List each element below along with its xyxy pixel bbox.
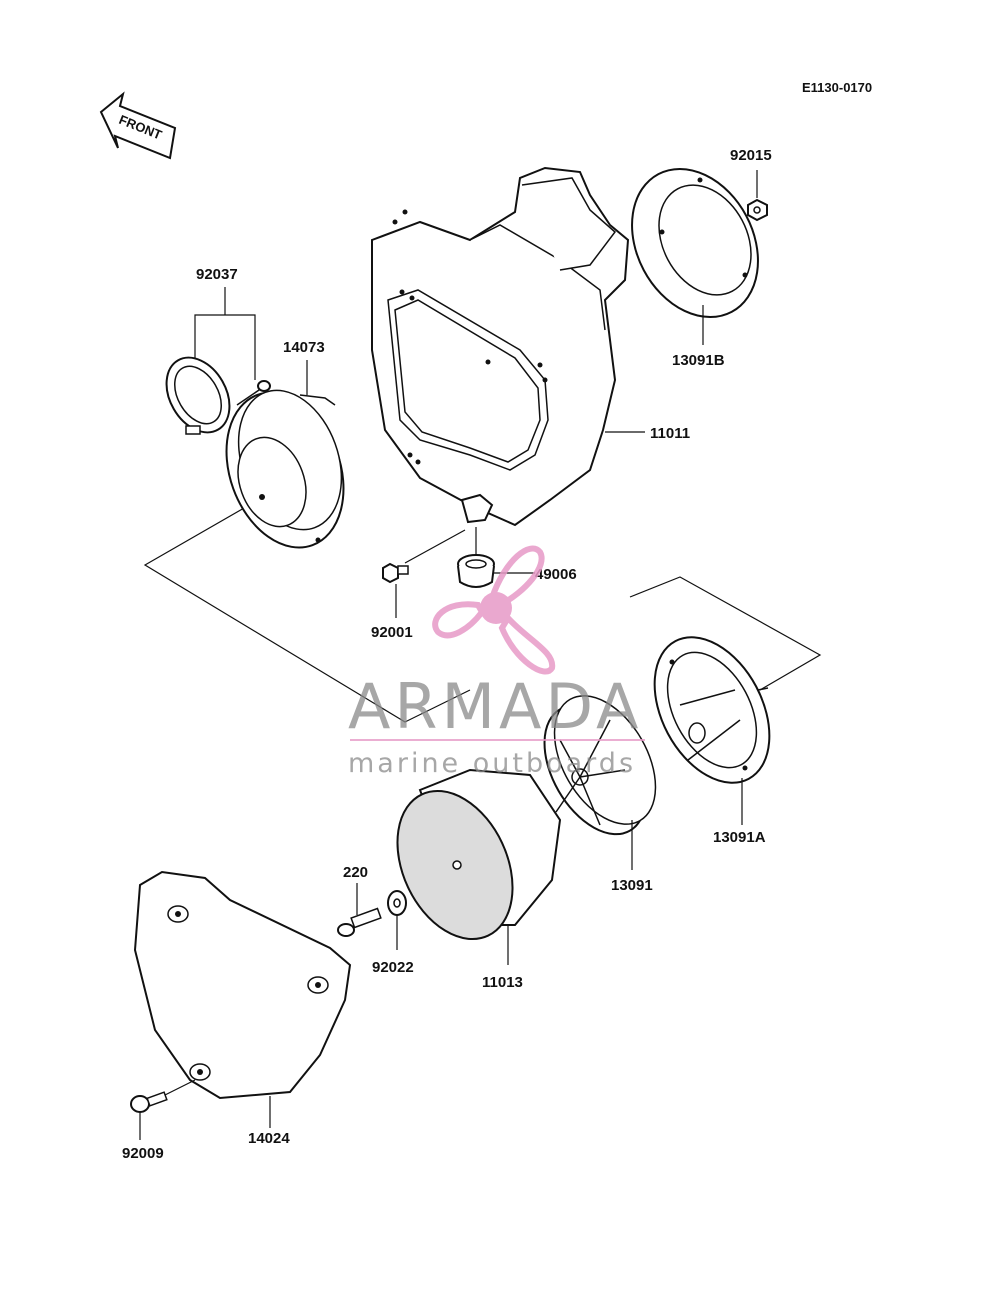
cap-49006 <box>457 554 495 588</box>
armada-watermark: ARMADA marine outboards <box>348 545 645 779</box>
label-11011: 11011 <box>650 425 690 442</box>
label-13091b: 13091B <box>672 352 725 369</box>
label-49006: 49006 <box>535 566 577 583</box>
label-11013: 11013 <box>482 974 523 991</box>
label-14073: 14073 <box>283 339 325 356</box>
holder-13091a <box>653 636 771 784</box>
duct-cover-14073 <box>225 389 345 549</box>
bolt-92001 <box>382 562 409 584</box>
label-13091: 13091 <box>611 877 653 894</box>
label-14024: 14024 <box>248 1130 290 1147</box>
label-92022: 92022 <box>372 959 414 976</box>
diagram-code: E1130-0170 <box>802 80 872 95</box>
label-92037: 92037 <box>196 266 238 283</box>
label-220: 220 <box>343 864 368 881</box>
air-cleaner-housing <box>371 166 630 527</box>
watermark-brand: ARMADA <box>348 670 642 743</box>
label-92009: 92009 <box>122 1145 164 1162</box>
filter-element-11013 <box>396 768 562 941</box>
gasket-13091b <box>631 167 759 319</box>
washer-92022 <box>387 890 407 916</box>
label-92001: 92001 <box>371 624 413 641</box>
assembly-guide-lines <box>143 499 822 723</box>
watermark-tagline: marine outboards <box>348 748 636 779</box>
propeller-logo-icon <box>432 545 556 675</box>
label-13091a: 13091A <box>713 829 766 846</box>
screw-220 <box>337 907 382 937</box>
clamp-92037 <box>165 356 231 435</box>
side-cover-14024 <box>133 870 352 1100</box>
label-92015: 92015 <box>730 147 772 164</box>
nut-92015 <box>747 198 768 222</box>
front-arrow-icon: FRONT <box>99 91 177 160</box>
screw-92009 <box>130 1091 168 1113</box>
frame-13091 <box>543 695 657 836</box>
clamp-screw <box>236 380 271 406</box>
